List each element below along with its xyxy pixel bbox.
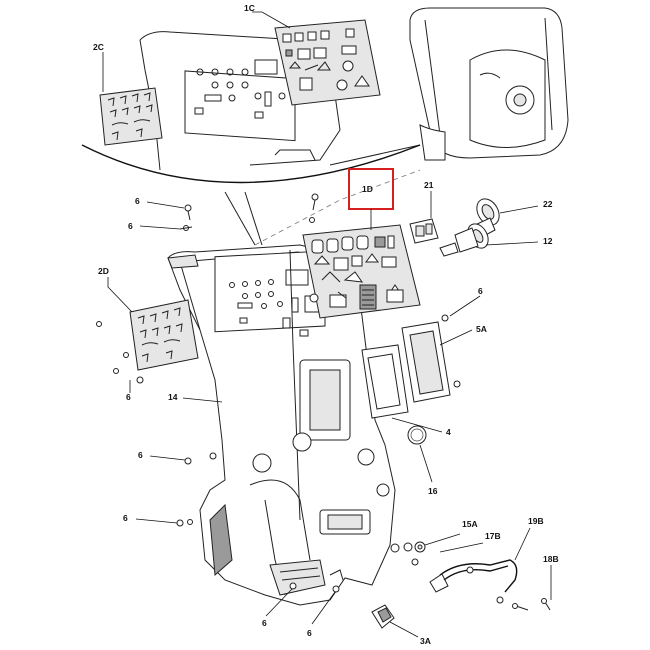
callout-2C: 2C — [93, 42, 104, 52]
leader-17B — [439, 542, 484, 553]
part-18B-screws — [512, 598, 551, 611]
decal-plate-2C — [99, 87, 163, 146]
screw-hardware — [96, 193, 461, 593]
leader-6-top-a — [146, 201, 185, 209]
balloon-pointer-right — [244, 191, 263, 246]
leader-5A — [439, 329, 473, 346]
decal-plate-2D — [129, 299, 199, 371]
leader-14 — [182, 397, 223, 403]
leader-6-bottom-a — [265, 588, 293, 617]
callout-18B: 18B — [543, 554, 559, 564]
balloon-pointer-left — [224, 191, 256, 246]
decal-plate-1C — [274, 19, 381, 106]
callout-16: 16 — [428, 486, 438, 496]
callout-21: 21 — [424, 180, 434, 190]
callout-1D: 1D — [362, 184, 373, 194]
leader-6-low — [135, 518, 178, 524]
leader-1C — [252, 11, 291, 29]
leader-4 — [391, 417, 443, 433]
leader-6-bottom-b — [311, 591, 336, 625]
part-15A — [414, 541, 426, 553]
leader-2D — [107, 277, 133, 313]
part-5A-cover — [401, 321, 451, 403]
callout-19B: 19B — [528, 516, 544, 526]
part-19B-harness — [429, 559, 518, 604]
seat-illustration — [409, 7, 569, 161]
leader-6-mid — [149, 455, 186, 461]
callout-6-bottom-b: 6 — [307, 628, 312, 638]
callout-14: 14 — [168, 392, 178, 402]
part-3A — [371, 604, 395, 629]
callout-6-bottom-a: 6 — [262, 618, 267, 628]
callout-5A: 5A — [476, 324, 487, 334]
callout-12: 12 — [543, 236, 553, 246]
callout-17B: 17B — [485, 531, 501, 541]
part-16-ring — [407, 425, 427, 445]
leader-6-top-b — [139, 225, 181, 230]
leader-12 — [485, 241, 539, 246]
decal-plate-1D — [302, 224, 421, 319]
leader-16 — [419, 444, 433, 483]
callout-22: 22 — [543, 199, 553, 209]
leader-6-right — [449, 295, 481, 317]
callout-6-low: 6 — [123, 513, 128, 523]
leader-19B — [514, 527, 531, 561]
callout-6-left: 6 — [126, 392, 131, 402]
callout-6-mid: 6 — [138, 450, 143, 460]
callout-3A: 3A — [420, 636, 431, 646]
part-12 — [439, 223, 489, 257]
detail-balloon-arc — [81, 144, 421, 184]
callout-6-top-a: 6 — [135, 196, 140, 206]
console-panel-14 — [167, 244, 400, 606]
leader-3A — [389, 621, 419, 638]
leader-22 — [499, 205, 539, 214]
part-21 — [409, 218, 439, 244]
part-4-frame — [361, 344, 409, 419]
leader-15A — [424, 533, 461, 546]
callout-6-top-b: 6 — [128, 221, 133, 231]
callout-4: 4 — [446, 427, 451, 437]
callout-15A: 15A — [462, 519, 478, 529]
callout-1C: 1C — [244, 3, 255, 13]
callout-2D: 2D — [98, 266, 109, 276]
callout-6-right: 6 — [478, 286, 483, 296]
